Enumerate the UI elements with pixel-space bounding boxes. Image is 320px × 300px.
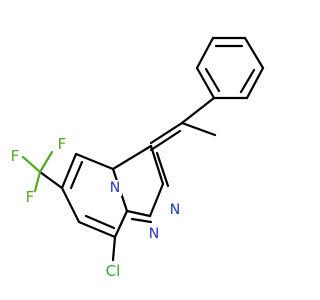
bond (111, 144, 153, 171)
bond (60, 152, 78, 190)
atom-n-triazole-1: N (170, 202, 180, 218)
atom-f-top: F (58, 135, 67, 153)
bond (38, 150, 54, 174)
label-bg (168, 202, 182, 218)
bond (149, 129, 182, 152)
bond (33, 170, 42, 193)
bond (180, 121, 217, 137)
bond (125, 209, 152, 218)
bond (149, 144, 165, 186)
bond (130, 217, 153, 224)
bond (180, 96, 216, 125)
molecule-canvas: N N N F F F Cl (10, 36, 265, 280)
bond (243, 36, 265, 70)
bond (60, 186, 81, 224)
bond (204, 67, 221, 93)
atom-n-bridge: N (110, 180, 120, 196)
bond (69, 160, 84, 190)
bond (148, 182, 165, 218)
bond (149, 121, 184, 145)
atom-n-triazole-2: N (149, 226, 159, 242)
label-bg (147, 226, 161, 242)
bond (239, 68, 256, 94)
atom-f-left: F (11, 147, 20, 165)
cf3-group (21, 150, 64, 193)
pyridine-ring (60, 152, 129, 239)
structure-diagram: N N N F F F Cl (11, 36, 265, 280)
bond (155, 151, 170, 188)
bond (195, 36, 215, 70)
atom-f-bottom: F (26, 188, 35, 206)
bond (113, 209, 129, 239)
bond (74, 152, 115, 171)
vinyl-linker (149, 96, 217, 152)
bond (21, 155, 42, 174)
bond (38, 170, 64, 190)
bond (245, 66, 265, 100)
label-bg (108, 180, 122, 196)
bond-to-chlorine (111, 235, 117, 262)
bond (77, 220, 117, 239)
bond (84, 214, 116, 230)
atom-chlorine: Cl (106, 262, 121, 280)
bond (195, 66, 216, 100)
phenyl-ring (195, 36, 265, 100)
